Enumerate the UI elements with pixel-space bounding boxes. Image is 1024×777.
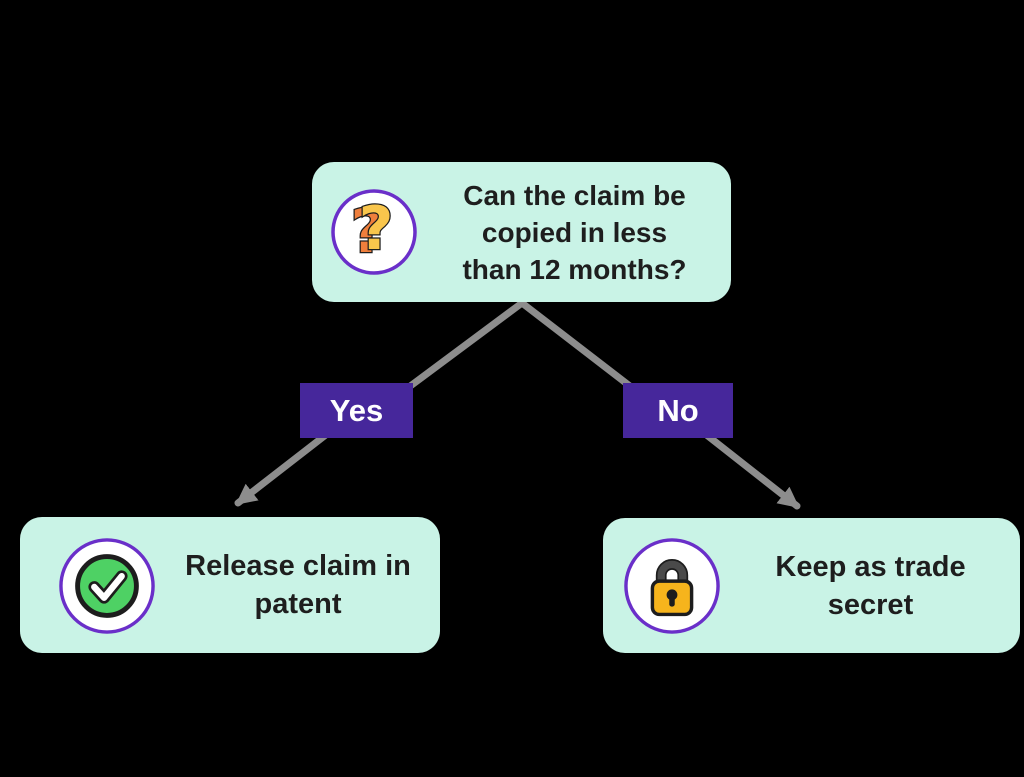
question-text: Can the claim be copied in less than 12 … [418, 162, 731, 302]
result-text-trade-secret: Keep as trade secret [721, 518, 1020, 653]
question-line: than 12 months? [462, 253, 687, 285]
result-node-release-patent: Release claim in patent [20, 517, 440, 653]
svg-text:?: ? [359, 194, 394, 264]
result-text-release-patent: Release claim in patent [156, 517, 440, 653]
check-icon [58, 537, 156, 635]
result-node-trade-secret: Keep as trade secret [603, 518, 1020, 653]
result-line: patent [254, 588, 342, 620]
question-mark-icon: ? ? [330, 188, 418, 276]
branch-label-yes: Yes [300, 383, 413, 438]
branch-label-no: No [623, 383, 733, 438]
question-line: copied in less [481, 216, 668, 248]
result-line: Release claim in [185, 550, 411, 582]
question-line: Can the claim be [463, 179, 686, 211]
branch-line-no-upper [518, 299, 639, 394]
svg-text:?: ? [351, 197, 386, 267]
result-line: secret [827, 588, 914, 621]
branch-line-yes-upper [401, 299, 526, 394]
result-line: Keep as trade [775, 550, 966, 583]
question-node: ? ? Can the claim be copied in less than… [312, 162, 731, 302]
lock-icon [623, 537, 721, 635]
